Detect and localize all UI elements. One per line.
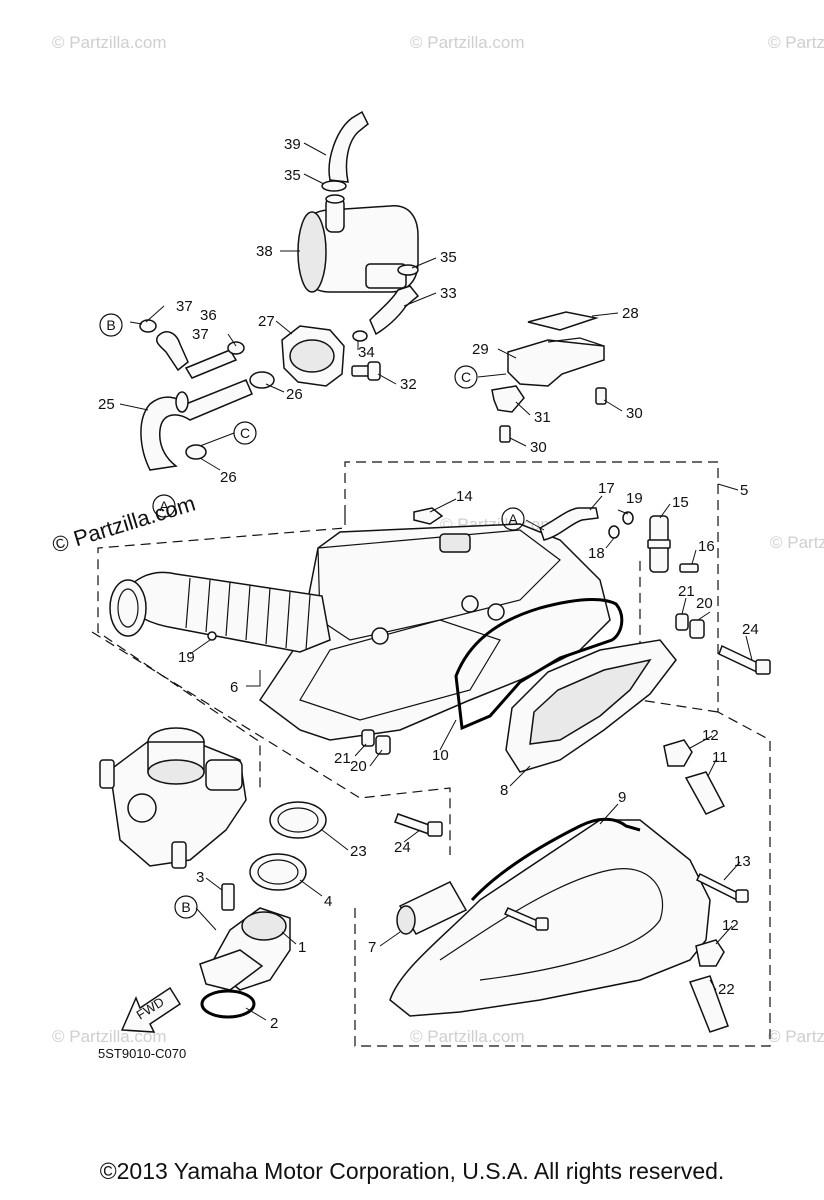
air-cut-bracket-assembly bbox=[491, 311, 607, 443]
callout-19: 19 bbox=[178, 649, 195, 666]
air-filter-case bbox=[109, 507, 771, 837]
callout-34: 34 bbox=[358, 344, 375, 361]
svg-text:C: C bbox=[461, 369, 471, 385]
watermark: © Partzilla.com bbox=[52, 33, 167, 52]
leader-lines bbox=[119, 142, 753, 1021]
callout-26: 26 bbox=[286, 386, 303, 403]
group-outlines bbox=[91, 461, 771, 1047]
callout-15: 15 bbox=[672, 494, 689, 511]
watermark: © Partzilla.com bbox=[768, 33, 824, 52]
reference-markers: B C C A A B bbox=[99, 313, 525, 919]
callout-36: 36 bbox=[200, 307, 217, 324]
svg-text:C: C bbox=[240, 425, 250, 441]
callout-1: 1 bbox=[298, 939, 306, 956]
callout-16: 16 bbox=[698, 538, 715, 555]
watermark: © Partzilla.com bbox=[410, 33, 525, 52]
watermark: © Partzilla.com bbox=[410, 1027, 525, 1046]
callout-23: 23 bbox=[350, 843, 367, 860]
callout-24: 24 bbox=[742, 621, 759, 638]
callout-30: 30 bbox=[530, 439, 547, 456]
callout-5: 5 bbox=[740, 482, 748, 499]
carburetor-assembly bbox=[99, 727, 247, 869]
callouts: 39 35 38 35 33 37 36 37 27 34 32 26 25 2… bbox=[98, 136, 759, 1032]
watermark: © Partzilla.com bbox=[768, 1027, 824, 1046]
ref-marker-C: C bbox=[233, 421, 257, 445]
callout-20: 20 bbox=[350, 758, 367, 775]
callout-19: 19 bbox=[626, 490, 643, 507]
watermark-main: © Partzilla.com bbox=[49, 491, 198, 558]
callout-28: 28 bbox=[622, 305, 639, 322]
watermark: © Partzilla.com bbox=[52, 1027, 167, 1046]
ref-marker-A: A bbox=[501, 507, 525, 531]
callout-12: 12 bbox=[702, 727, 719, 744]
svg-text:B: B bbox=[106, 317, 115, 333]
intake-joint-assembly bbox=[199, 801, 327, 1019]
air-filter-cover bbox=[389, 817, 749, 1033]
callout-21: 21 bbox=[678, 583, 695, 600]
callout-35: 35 bbox=[440, 249, 457, 266]
callout-38: 38 bbox=[256, 243, 273, 260]
callout-22: 22 bbox=[718, 981, 735, 998]
hoses-left bbox=[139, 319, 253, 471]
callout-14: 14 bbox=[456, 488, 473, 505]
diagram-code: 5ST9010-C070 bbox=[98, 1046, 186, 1061]
callout-4: 4 bbox=[324, 893, 332, 910]
svg-text:A: A bbox=[508, 511, 518, 527]
callout-30: 30 bbox=[626, 405, 643, 422]
ref-marker-B: B bbox=[99, 313, 123, 337]
fwd-arrow: FWD bbox=[120, 986, 182, 1033]
callout-29: 29 bbox=[472, 341, 489, 358]
air-cut-valve-assembly bbox=[249, 325, 381, 389]
callout-24: 24 bbox=[394, 839, 411, 856]
callout-12: 12 bbox=[722, 917, 739, 934]
callout-35: 35 bbox=[284, 167, 301, 184]
callout-32: 32 bbox=[400, 376, 417, 393]
breather-tank-assembly bbox=[297, 110, 420, 342]
callout-9: 9 bbox=[618, 789, 626, 806]
callout-17: 17 bbox=[598, 480, 615, 497]
callout-37: 37 bbox=[176, 298, 193, 315]
ref-marker-A: A bbox=[152, 494, 176, 518]
callout-39: 39 bbox=[284, 136, 301, 153]
copyright-notice: ©2013 Yamaha Motor Corporation, U.S.A. A… bbox=[99, 1158, 725, 1184]
callout-27: 27 bbox=[258, 313, 275, 330]
callout-20: 20 bbox=[696, 595, 713, 612]
callout-2: 2 bbox=[270, 1015, 278, 1032]
ref-marker-B: B bbox=[174, 895, 198, 919]
callout-25: 25 bbox=[98, 396, 115, 413]
callout-8: 8 bbox=[500, 782, 508, 799]
callout-18: 18 bbox=[588, 545, 605, 562]
callout-26: 26 bbox=[220, 469, 237, 486]
callout-33: 33 bbox=[440, 285, 457, 302]
svg-text:B: B bbox=[181, 899, 190, 915]
callout-3: 3 bbox=[196, 869, 204, 886]
callout-10: 10 bbox=[432, 747, 449, 764]
callout-21: 21 bbox=[334, 750, 351, 767]
svg-text:A: A bbox=[159, 498, 169, 514]
ref-marker-C: C bbox=[454, 365, 478, 389]
callout-7: 7 bbox=[368, 939, 376, 956]
callout-37: 37 bbox=[192, 326, 209, 343]
watermark: © Partzilla.com bbox=[770, 533, 824, 552]
callout-13: 13 bbox=[734, 853, 751, 870]
callout-31: 31 bbox=[534, 409, 551, 426]
callout-11: 11 bbox=[712, 749, 728, 766]
callout-6: 6 bbox=[230, 679, 238, 696]
